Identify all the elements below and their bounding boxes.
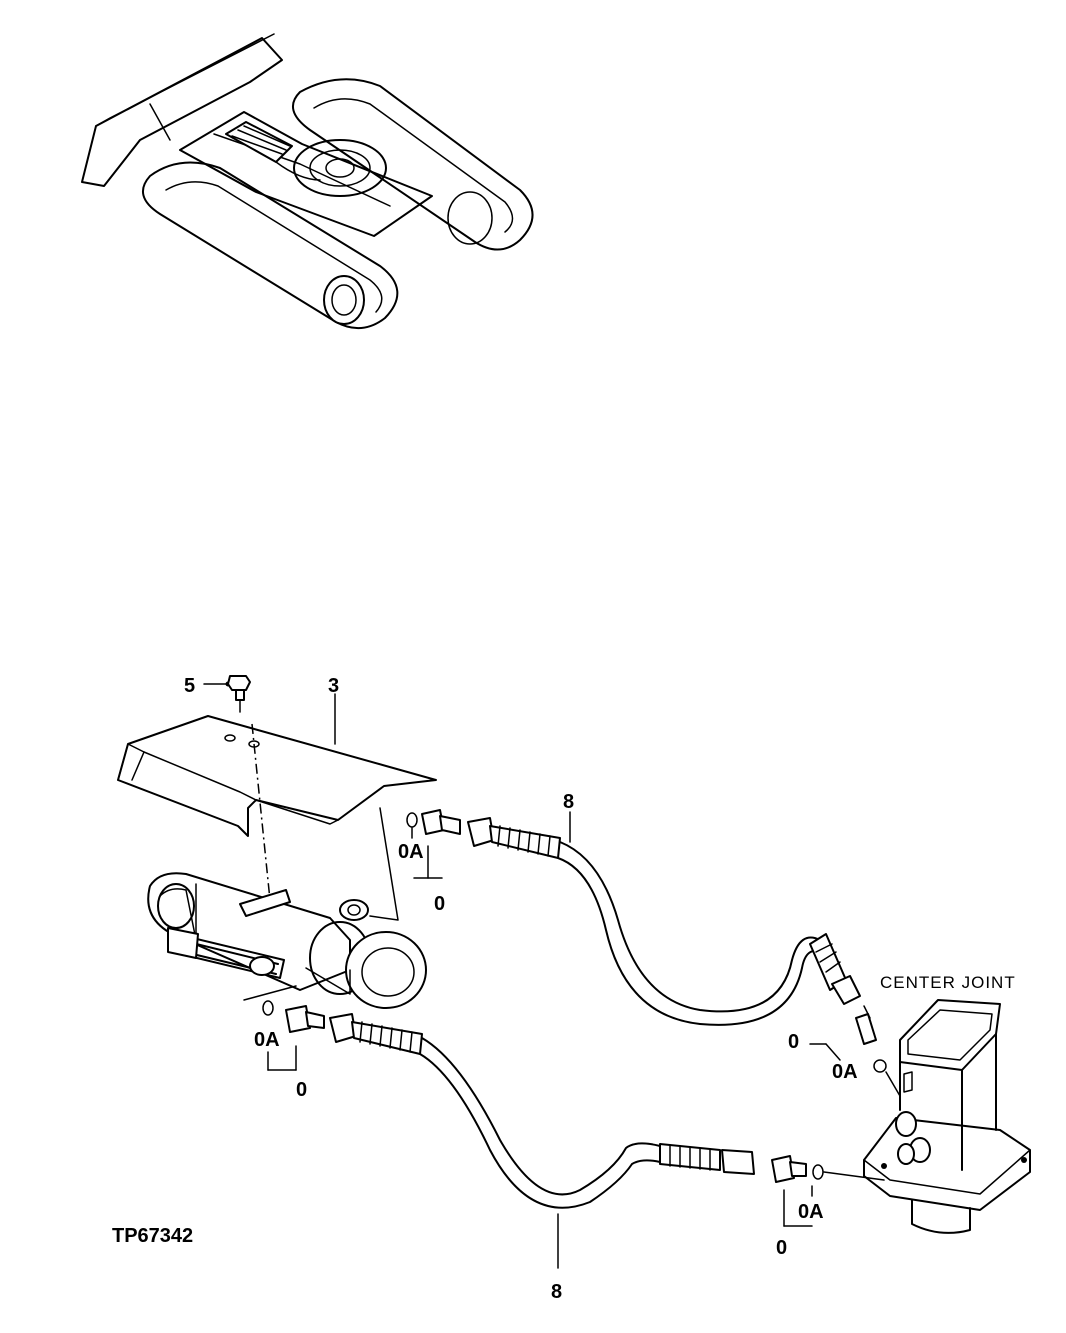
bolt-part-5 bbox=[203, 675, 251, 713]
callout-oring-top-right: 0A bbox=[832, 1061, 858, 1083]
oring-icon bbox=[406, 812, 418, 828]
label-center-joint: CENTER JOINT bbox=[880, 973, 1016, 992]
callout-fitting-top-right: 0 bbox=[788, 1031, 799, 1053]
callout-fitting-bottom-right: 0 bbox=[776, 1237, 787, 1259]
callout-hose-upper: 8 bbox=[563, 791, 574, 813]
oring-icon bbox=[873, 1059, 887, 1073]
fitting-icon bbox=[771, 1155, 795, 1183]
callout-oring-bottom-left: 0A bbox=[254, 1029, 280, 1051]
callout-bolt: 5 bbox=[184, 675, 195, 697]
fitting-icon bbox=[285, 1005, 311, 1033]
hydraulic-cylinder bbox=[147, 872, 427, 1009]
undercarriage-overview bbox=[81, 33, 534, 329]
callout-oring-top-left: 0A bbox=[398, 841, 424, 863]
center-joint bbox=[863, 999, 1031, 1234]
oring-icon bbox=[812, 1164, 824, 1180]
fitting-group-lower-left bbox=[262, 1000, 325, 1071]
fitting-group-upper-left bbox=[406, 809, 461, 879]
assembly-line-lower bbox=[243, 985, 297, 1001]
centerline bbox=[251, 723, 271, 901]
oring-icon bbox=[262, 1000, 274, 1016]
callout-fitting-bottom-left: 0 bbox=[296, 1079, 307, 1101]
callout-oring-bottom-right: 0A bbox=[798, 1201, 824, 1223]
cover-part-3 bbox=[117, 693, 437, 837]
fitting-group-lower-right bbox=[771, 1155, 885, 1227]
assembly-line bbox=[369, 807, 399, 921]
callout-fitting-top-left: 0 bbox=[434, 893, 445, 915]
hose-upper bbox=[467, 811, 877, 1045]
callout-hose-lower: 8 bbox=[551, 1281, 562, 1303]
fitting-group-upper-right bbox=[809, 1043, 901, 1097]
callout-cover: 3 bbox=[328, 675, 339, 697]
figure-id: TP67342 bbox=[112, 1225, 193, 1247]
hose-lower bbox=[329, 1013, 755, 1269]
